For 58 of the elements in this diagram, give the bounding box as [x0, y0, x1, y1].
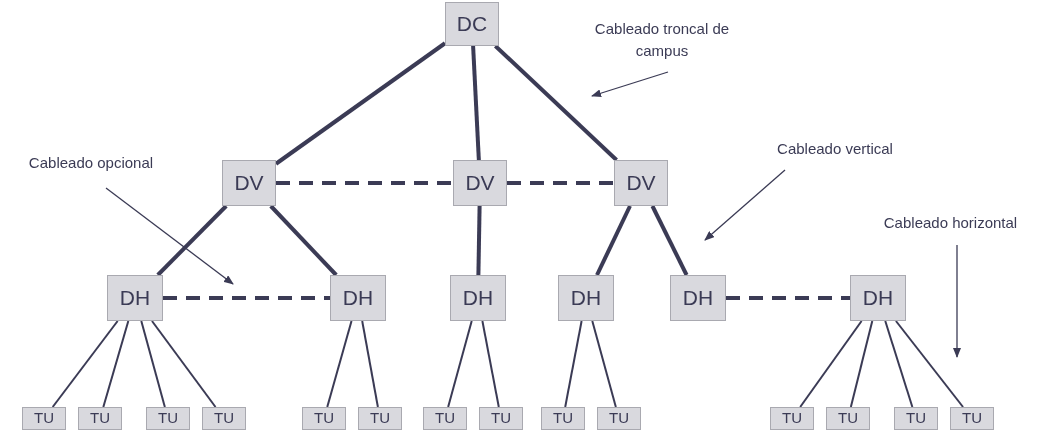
leader-arrow — [105, 187, 234, 285]
cable-line — [326, 320, 353, 408]
cable-line — [102, 320, 130, 408]
distributor-box: DH — [850, 275, 906, 321]
terminal-box: TU — [202, 407, 246, 430]
cable-line — [507, 181, 614, 185]
cable-line — [494, 44, 618, 162]
distributor-box: DH — [330, 275, 386, 321]
cable-line — [476, 205, 482, 276]
cable-line — [849, 320, 874, 408]
cable-line — [799, 320, 863, 408]
cable-line — [269, 204, 338, 277]
cable-line — [726, 296, 850, 300]
cable-line — [595, 205, 632, 276]
cable-line — [156, 204, 228, 277]
cable-line — [591, 320, 617, 408]
cable-line — [274, 41, 447, 166]
cable-line — [51, 320, 119, 408]
terminal-box: TU — [146, 407, 190, 430]
cable-line — [447, 320, 473, 408]
annotation-text: Cableado opcional — [6, 152, 176, 176]
cable-line — [650, 205, 689, 276]
terminal-box: TU — [597, 407, 641, 430]
annotation-text: Cableado troncal de campus — [592, 18, 732, 62]
cable-line — [151, 320, 217, 408]
cable-line — [361, 320, 379, 408]
cable-line — [564, 320, 583, 408]
cable-line — [276, 181, 453, 185]
distributor-box: DV — [453, 160, 507, 206]
terminal-box: TU — [423, 407, 467, 430]
leader-arrow — [591, 71, 669, 98]
terminal-box: TU — [22, 407, 66, 430]
annotation-text: Cableado vertical — [760, 138, 910, 162]
terminal-box: TU — [302, 407, 346, 430]
distributor-box: DH — [450, 275, 506, 321]
leader-arrow — [953, 244, 961, 358]
annotation-text: Cableado horizontal — [858, 212, 1043, 236]
terminal-box: TU — [950, 407, 994, 430]
terminal-box: TU — [78, 407, 122, 430]
distributor-box: DH — [670, 275, 726, 321]
cable-line — [481, 320, 500, 408]
terminal-box: TU — [541, 407, 585, 430]
distributor-box: DV — [222, 160, 276, 206]
leader-arrow — [704, 169, 786, 241]
distributor-box: DC — [445, 2, 499, 46]
cable-line — [471, 45, 481, 161]
terminal-box: TU — [826, 407, 870, 430]
cable-line — [894, 320, 965, 408]
distributor-box: DH — [558, 275, 614, 321]
cable-line — [163, 296, 330, 300]
terminal-box: TU — [479, 407, 523, 430]
terminal-box: TU — [894, 407, 938, 430]
distributor-box: DH — [107, 275, 163, 321]
cable-line — [884, 320, 914, 408]
terminal-box: TU — [358, 407, 402, 430]
terminal-box: TU — [770, 407, 814, 430]
distributor-box: DV — [614, 160, 668, 206]
cable-line — [140, 320, 166, 408]
